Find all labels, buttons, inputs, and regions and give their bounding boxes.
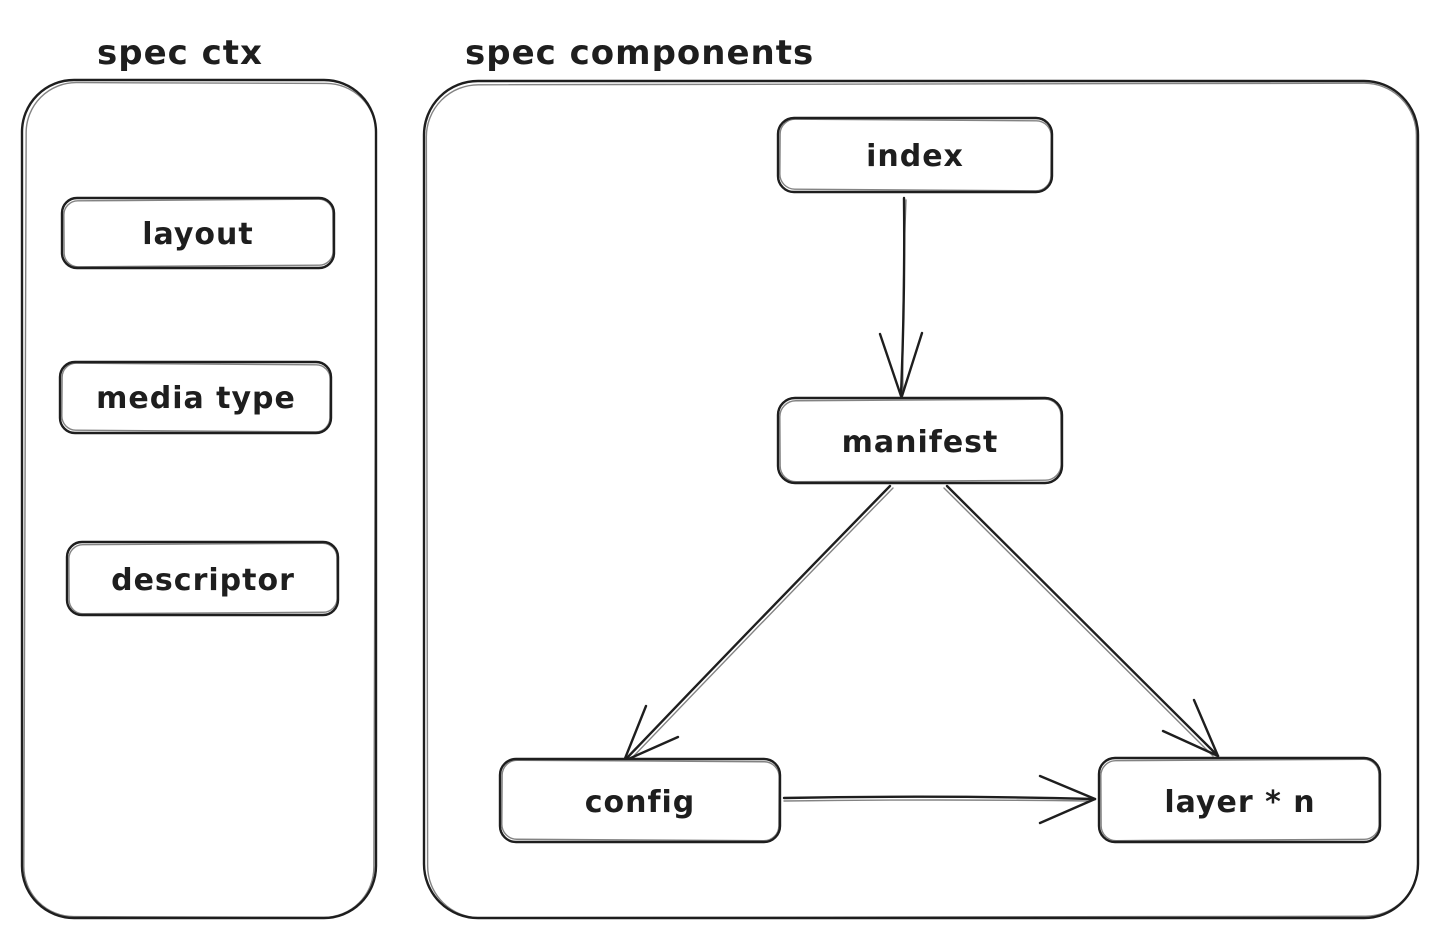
- config-node: config: [498, 757, 782, 844]
- layer-node-label: layer * n: [1164, 785, 1315, 820]
- spec-ctx-panel-border-echo: [23, 81, 377, 919]
- spec-ctx-panel-title: spec ctx: [97, 33, 263, 73]
- spec-components-panel-title: spec components: [465, 33, 814, 73]
- layer-node-border-echo: [1100, 758, 1380, 842]
- index-node: index: [776, 116, 1054, 194]
- arrow-config-to-layer: [782, 774, 1097, 825]
- layout-box: layout: [60, 196, 336, 270]
- descriptor-box: descriptor: [65, 540, 340, 617]
- manifest-node-border-echo: [779, 398, 1062, 483]
- layer-node-border: [1097, 756, 1382, 844]
- spec-components-panel-border: [422, 79, 1420, 920]
- spec-components-panel: spec components: [422, 33, 1420, 920]
- manifest-node: manifest: [776, 396, 1064, 485]
- arrow-index-to-manifest: [878, 196, 924, 398]
- descriptor-box-border: [65, 540, 340, 617]
- index-node-border-echo: [779, 118, 1052, 192]
- layer-node: layer * n: [1097, 756, 1382, 844]
- descriptor-box-label: descriptor: [111, 563, 295, 598]
- edges: [622, 196, 1220, 825]
- spec-components-panel-border-echo: [425, 82, 1419, 919]
- index-node-border: [776, 116, 1054, 194]
- config-node-border-echo: [501, 759, 780, 842]
- media-type-box-border: [58, 360, 333, 435]
- media-type-box-label: media type: [96, 381, 296, 416]
- index-node-label: index: [866, 139, 964, 174]
- arrow-manifest-to-layer: [943, 484, 1220, 758]
- config-node-border: [498, 757, 782, 844]
- spec-ctx-panel: spec ctx layout media type descriptor: [20, 33, 378, 920]
- config-node-label: config: [585, 785, 696, 820]
- media-type-box-border-echo: [61, 362, 331, 433]
- layout-box-label: layout: [142, 217, 253, 252]
- arrow-manifest-to-config: [622, 484, 894, 763]
- layout-box-border: [60, 196, 336, 270]
- spec-ctx-panel-border: [20, 78, 378, 920]
- layout-box-border-echo: [63, 198, 334, 268]
- manifest-node-label: manifest: [842, 425, 999, 460]
- manifest-node-border: [776, 396, 1064, 485]
- media-type-box: media type: [58, 360, 333, 435]
- descriptor-box-border-echo: [68, 542, 338, 615]
